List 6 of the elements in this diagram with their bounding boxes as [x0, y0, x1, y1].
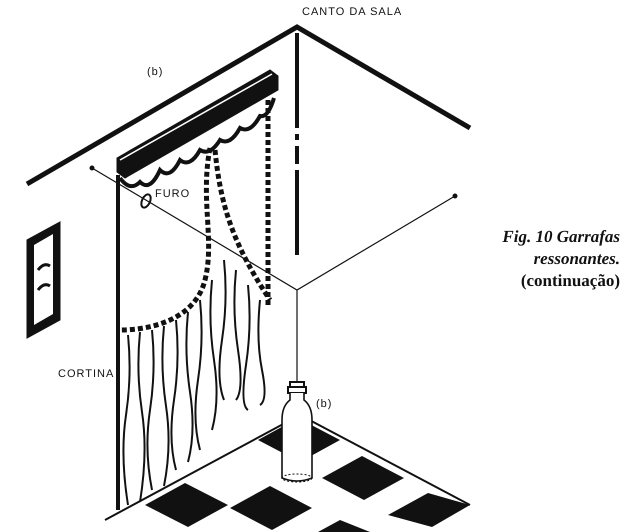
part-label: (b): [316, 398, 332, 410]
part-label: (b): [147, 66, 164, 78]
figure-caption: Fig. 10 Garrafas ressonantes. (continuação): [501, 226, 620, 292]
curtain-label: CORTINA: [58, 368, 114, 380]
hole-label: FURO: [155, 188, 190, 200]
corner-label: CANTO DA SALA: [302, 6, 402, 18]
